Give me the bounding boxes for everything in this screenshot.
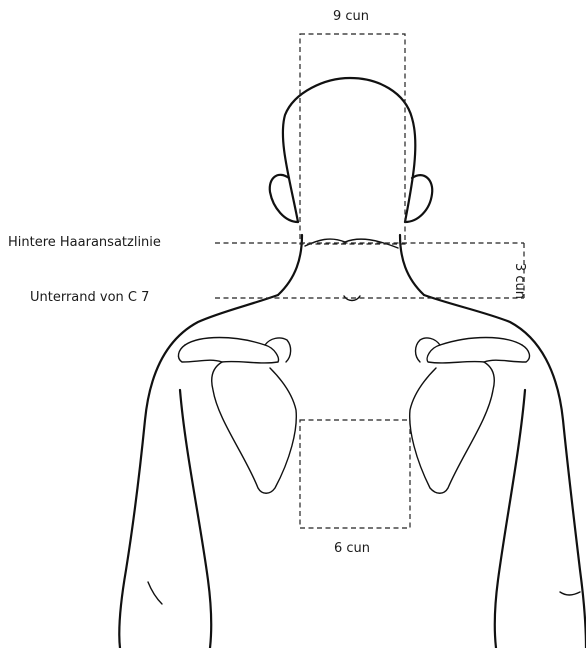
bottom-width-label: 6 cun: [334, 542, 370, 555]
left-clavicle-edge: [178, 345, 222, 362]
left-elbow: [148, 582, 162, 604]
head-outline: [283, 78, 415, 222]
right-elbow: [560, 592, 580, 595]
right-torso: [495, 390, 525, 648]
left-torso: [180, 390, 211, 648]
hairline-label: Hintere Haaransatzlinie: [8, 236, 161, 249]
c7-label: Unterrand von C 7: [30, 291, 149, 304]
right-shoulder-arm: [424, 295, 586, 648]
top-width-label: 9 cun: [333, 10, 369, 23]
bottom-6-cun-box: [300, 420, 410, 528]
right-acromion: [416, 338, 441, 362]
top-9-cun-box: [300, 34, 405, 244]
left-shoulder-arm: [119, 295, 278, 648]
right-clavicle-edge: [484, 345, 529, 362]
side-height-label: 3 cun: [513, 263, 526, 299]
neck-left: [278, 235, 302, 295]
